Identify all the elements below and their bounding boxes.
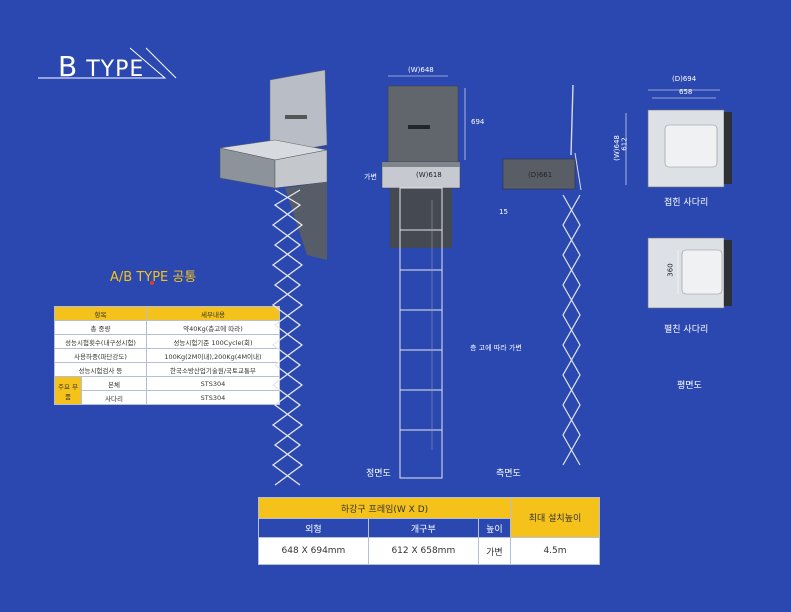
front-dim-height: 694 <box>471 118 485 126</box>
side-dim-15: 15 <box>499 208 508 216</box>
spec-cell: STS304 <box>145 390 281 405</box>
spec-cell: 성능시험검사 등 <box>54 362 147 377</box>
plan-caption: 평면도 <box>677 381 702 391</box>
frame-max-header: 최대 설치높이 <box>510 497 600 538</box>
spec-cell: 총 중량 <box>54 320 147 335</box>
plan-view-drawing <box>625 89 732 309</box>
spec-table: 항목 세부내용 총 중량 약40Kg(층고에 따라) 성능시험횟수(내구성시험)… <box>54 306 281 405</box>
spec-header-item: 항목 <box>54 306 147 321</box>
unfolded-caption: 펼친 사다리 <box>664 325 709 335</box>
front-caption: 정면도 <box>366 469 391 479</box>
table-row: 주요 부품 본체 STS304 <box>54 376 281 405</box>
front-dim-side: 가변 <box>364 173 377 181</box>
frame-table: 하강구 프레임(W X D) 최대 설치높이 외형 개구부 높이 648 X 6… <box>258 497 600 565</box>
plan-dim-360: 360 <box>666 263 675 277</box>
frame-group-header: 하강구 프레임(W X D) <box>258 497 511 519</box>
frame-cell: 648 X 694mm <box>258 537 369 565</box>
spec-cell: 사다리 <box>81 390 147 405</box>
material-group-cell: 주요 부품 <box>54 376 82 405</box>
spec-cell: 약40Kg(층고에 따라) <box>145 320 281 335</box>
title-underline <box>38 47 177 79</box>
side-caption: 측면도 <box>496 469 521 479</box>
table-row: 총 중량 약40Kg(층고에 따라) <box>54 320 281 335</box>
spec-cell: STS304 <box>145 376 281 391</box>
plan-dim-658: 658 <box>679 88 693 96</box>
spec-cell: 사용하중(파단강도) <box>54 348 147 363</box>
folded-caption: 접힌 사다리 <box>664 198 709 208</box>
table-row: 648 X 694mm 612 X 658mm 가변 4.5m <box>258 537 600 565</box>
type-letter: B <box>58 50 79 83</box>
side-view-drawing <box>502 85 582 466</box>
front-dim-width: (W)648 <box>408 66 434 74</box>
frame-cell: 4.5m <box>510 537 600 565</box>
side-dim-depth: (D)661 <box>528 171 553 179</box>
plan-dim-d: (D)694 <box>672 75 697 83</box>
spec-cell: 본체 <box>81 376 147 391</box>
table-row: 성능시험검사 등 한국소방산업기술원/국토교통부 <box>54 362 281 377</box>
table-row: 사다리 STS304 <box>55 390 281 405</box>
spec-cell: 100Kg(2M이내),200Kg(4M이내) <box>145 348 281 363</box>
frame-subheader: 높이 <box>477 518 512 538</box>
common-title: A/B TYPE 공통 <box>110 270 197 285</box>
spec-cell: 성능시험기준 100Cycle(회) <box>145 334 281 349</box>
product-3d-illustration <box>219 70 328 486</box>
frame-subheader: 개구부 <box>367 518 479 538</box>
frame-cell: 612 X 658mm <box>367 537 479 565</box>
front-dim-inner: (W)618 <box>416 171 442 179</box>
red-dot <box>150 281 154 285</box>
spec-cell: 성능시험횟수(내구성시험) <box>54 334 147 349</box>
front-view-drawing <box>381 75 466 479</box>
front-note: 층 고에 따라 가변 <box>470 344 522 352</box>
frame-cell: 가변 <box>477 537 512 565</box>
frame-subheader: 외형 <box>258 518 369 538</box>
